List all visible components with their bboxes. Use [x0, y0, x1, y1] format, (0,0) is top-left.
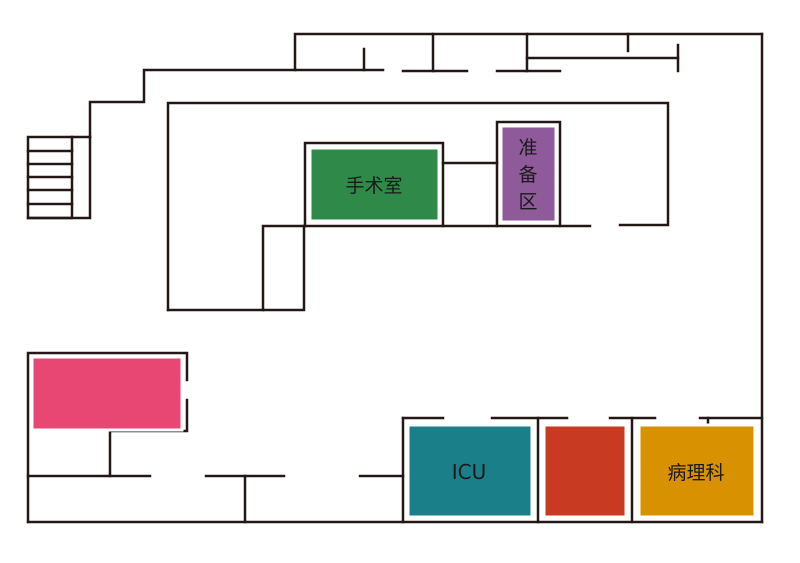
inner-block-wall [166, 101, 670, 312]
inner-block-wall [261, 224, 306, 312]
pink-room[interactable] [30, 355, 184, 432]
prep-area-frame [495, 120, 562, 228]
prep-area-label-line-3: 区 [518, 191, 537, 213]
prep-area-label-line-2: 备 [518, 164, 537, 186]
surgery-room-frame [303, 141, 445, 228]
icu-room-label: ICU [452, 460, 487, 484]
surgery-room[interactable] [308, 146, 441, 223]
surgery-room-label: 手术室 [345, 175, 402, 197]
red-room[interactable] [542, 423, 628, 519]
pathology-room-label: 病理科 [667, 462, 724, 484]
pathology-room[interactable] [637, 423, 757, 519]
left-room-wall [26, 351, 189, 524]
walls [26, 32, 764, 524]
prep-area[interactable] [499, 124, 558, 224]
icu-room[interactable] [406, 423, 534, 519]
outer-wall-top-left [88, 32, 764, 139]
inner-block-wall [166, 224, 592, 312]
rooms: 手术室 准 备 区 ICU 病理科 [30, 124, 757, 519]
prep-area-label-line-1: 准 [518, 137, 537, 159]
